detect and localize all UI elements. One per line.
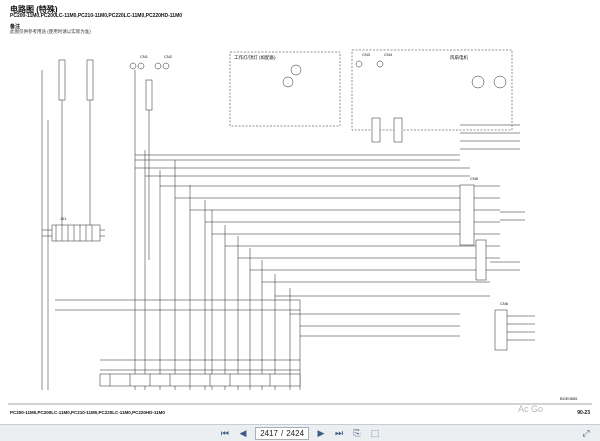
svg-text:J01: J01 [60, 216, 67, 221]
page-title: 电路图 (特殊) [10, 5, 58, 14]
last-page-icon[interactable]: ⏭ [334, 427, 344, 438]
page-indicator: 2417 / 2424 [254, 426, 310, 440]
note-text: 此图仅供参考用途 (使用时请以实际为准) [10, 29, 91, 34]
page-number: 90-23 [577, 410, 590, 416]
subdiagram-left-box [229, 51, 341, 127]
fit-page-icon[interactable]: ⬚ [370, 427, 380, 438]
watermark: Ac Go [518, 404, 544, 414]
zoom-icon[interactable]: ⤢ [582, 427, 590, 438]
prev-page-icon[interactable]: ◀ [239, 427, 247, 438]
page-separator: / [280, 428, 284, 438]
svg-text:CN6: CN6 [500, 301, 509, 306]
wiring-diagram: CN1 CN2 CN3 CN4 J01 CN5 CN6 [8, 49, 592, 405]
next-page-icon[interactable]: ▶ [317, 427, 325, 438]
svg-text:CN4: CN4 [384, 52, 393, 57]
total-pages: 2424 [286, 428, 305, 438]
first-page-icon[interactable]: ⏮ [220, 427, 230, 438]
subdiagram-right-label: 风扇电机 [450, 55, 468, 60]
svg-text:CN5: CN5 [470, 176, 479, 181]
document-page: 电路图 (特殊) PC200-11M0,PC200LC-11M0,PC210-1… [8, 5, 592, 416]
pdf-toolbar: ⏮ ◀ 2417 / 2424 ▶ ⏭ ⎘ ⬚ ⤢ [0, 424, 600, 441]
svg-text:CN3: CN3 [362, 52, 371, 57]
svg-text:CN2: CN2 [164, 54, 173, 59]
svg-text:CN1: CN1 [140, 54, 149, 59]
footer-model: PC200-11M0,PC200LC-11M0,PC210-11M0,PC220… [10, 410, 165, 415]
save-icon[interactable]: ⎘ [353, 427, 361, 438]
subdiagram-left-label: 工作灯/顶灯 (如配备) [234, 55, 276, 60]
note-label: 备注 [10, 24, 21, 30]
subdiagram-right-box [351, 49, 513, 131]
model-header: PC200-11M0,PC200LC-11M0,PC210-11M0,PC220… [10, 13, 183, 19]
current-page-input[interactable]: 2417 [260, 428, 278, 438]
doc-id: BGE0855 [560, 396, 578, 401]
